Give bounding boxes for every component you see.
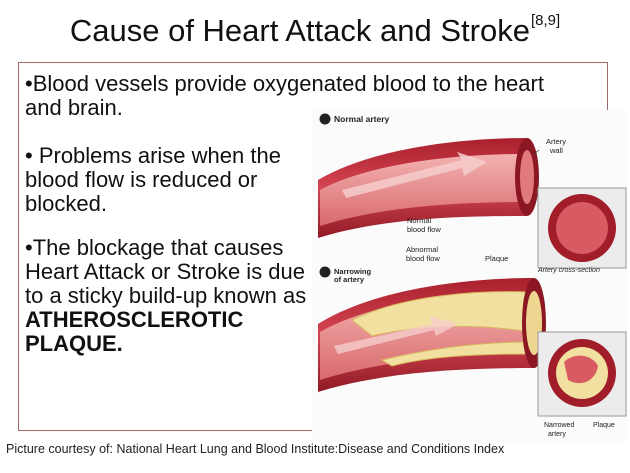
title-references: [8,9] (530, 12, 561, 29)
panel-a-label: Normal artery (334, 114, 390, 124)
narrowed-label-2: artery (548, 431, 566, 438)
cross-section-label: Artery cross-section (537, 267, 600, 274)
artery-wall-label-2: wall (549, 146, 563, 155)
narrowed-artery-panel: Abnormal blood flow Plaque B Narrowing o… (318, 245, 627, 438)
slide-title: Cause of Heart Attack and Stroke[8,9] (0, 12, 630, 49)
panel-b-marker (319, 266, 331, 278)
artery-wall-pointer (533, 149, 540, 155)
bullet-blockage-text: •The blockage that causes Heart Attack o… (25, 235, 307, 308)
artery-diagram: A Normal artery Artery wall Normal blood… (318, 113, 627, 438)
normal-flow-arrow (342, 152, 487, 198)
panel-b-label-1: Narrowing (334, 267, 372, 276)
normal-artery-lumen (320, 154, 524, 226)
narrowed-label-1: Narrowed (544, 422, 574, 429)
narrowed-cross-section-lumen (564, 355, 598, 384)
normal-artery-opening (520, 150, 534, 204)
abnormal-flow-label-1: Abnormal (406, 245, 438, 254)
panel-a-marker (319, 113, 331, 125)
normal-artery-panel: A Normal artery Artery wall Normal blood… (318, 113, 627, 274)
panel-a-letter: A (322, 115, 328, 124)
plaque-term: ATHEROSCLEROTIC PLAQUE. (25, 307, 244, 356)
image-credit: Picture courtesy of: National Heart Lung… (6, 442, 505, 456)
panel-b-letter: B (322, 268, 328, 277)
normal-cross-section-lumen (556, 202, 608, 254)
panel-b-label-2: of artery (334, 275, 365, 284)
abnormal-flow-label-2: blood flow (406, 254, 440, 263)
artery-wall-label-1: Artery (546, 137, 566, 146)
plaque-label-bottom: Plaque (593, 422, 615, 429)
bullet-blockage: •The blockage that causes Heart Attack o… (25, 236, 325, 356)
normal-flow-label-1: Normal (407, 216, 432, 225)
abnormal-flow-arrow (334, 316, 458, 354)
title-text: Cause of Heart Attack and Stroke (69, 13, 530, 48)
bullet-problems: • Problems arise when the blood flow is … (25, 143, 281, 216)
normal-flow-label-2: blood flow (407, 225, 441, 234)
bullet-blood-vessels: •Blood vessels provide oxygenated blood … (25, 71, 544, 120)
plaque-label-top: Plaque (485, 254, 508, 263)
artery-illustration: A Normal artery Artery wall Normal blood… (312, 110, 628, 442)
